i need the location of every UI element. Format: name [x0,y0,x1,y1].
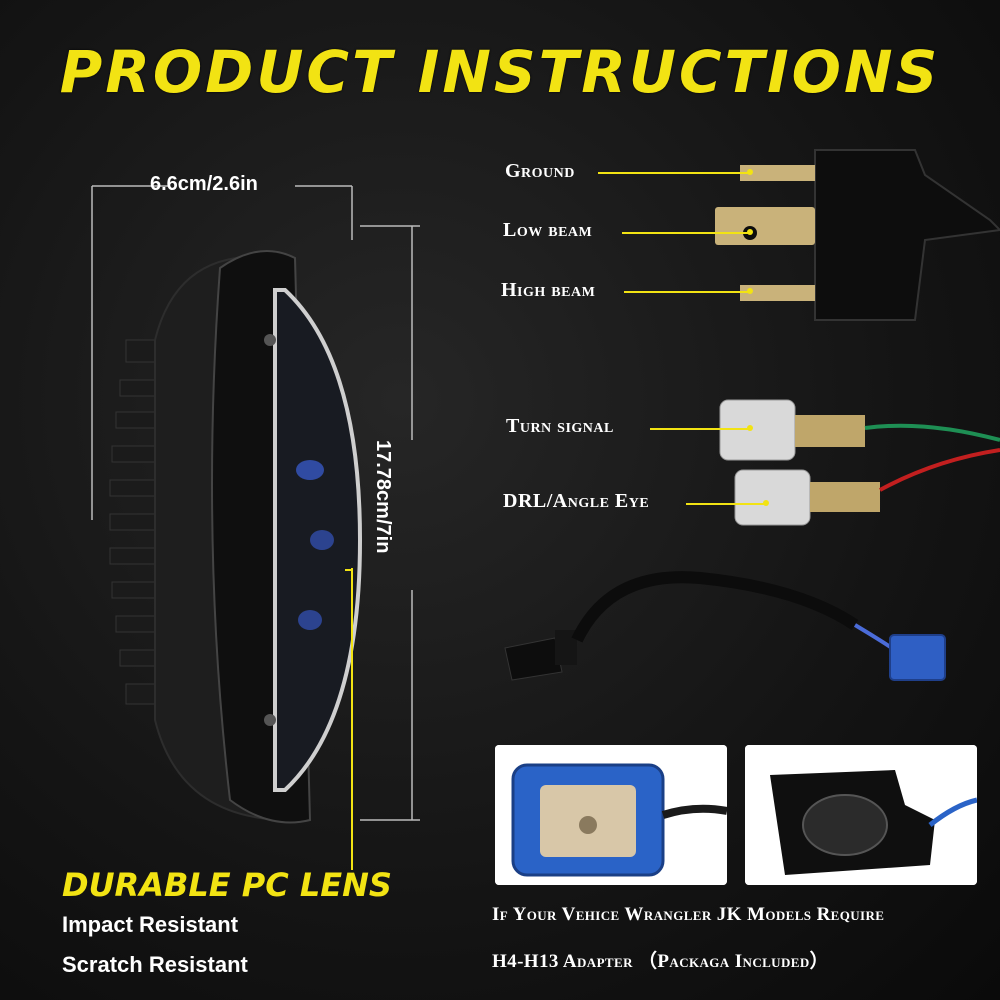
feature-scratch: Scratch Resistant [62,952,248,977]
diameter-dimension: 17.78cm/7in [372,440,394,554]
ground-pointer [598,172,750,174]
page-title: PRODUCT INSTRUCTIONS [59,38,941,106]
turn-signal-pointer [650,428,750,430]
low-beam-dot [747,229,753,235]
headlight-side-view [91,185,420,870]
ground-label: Ground [505,160,575,182]
h4-plug [715,149,1000,321]
turn-signal-label: Turn signal [506,415,614,437]
adapter-note-line1: If Your Vehice Wrangler JK Models Requir… [492,904,885,925]
high-beam-label: High beam [501,279,596,301]
drl-dot [763,500,769,506]
adapter-note-line2: H4-H13 Adapter （Packaga Included） [492,951,830,972]
h13-connector-photo [745,745,977,885]
turn-drl-terminals [719,399,1000,526]
drl-pointer [686,503,766,505]
high-beam-dot [747,288,753,294]
turn-signal-dot [747,425,753,431]
feature-impact: Impact Resistant [62,912,239,937]
depth-dimension: 6.6cm/2.6in [150,173,258,195]
lens-title: DURABLE PC LENS [62,866,392,904]
low-beam-label: Low beam [503,219,593,241]
drl-label: DRL/Angle Eye [503,490,650,512]
low-beam-pointer [622,232,750,234]
h4-h13-adapter-cable [504,571,946,681]
high-beam-pointer [624,291,750,293]
h4-connector-photo [495,745,727,885]
ground-dot [747,169,753,175]
